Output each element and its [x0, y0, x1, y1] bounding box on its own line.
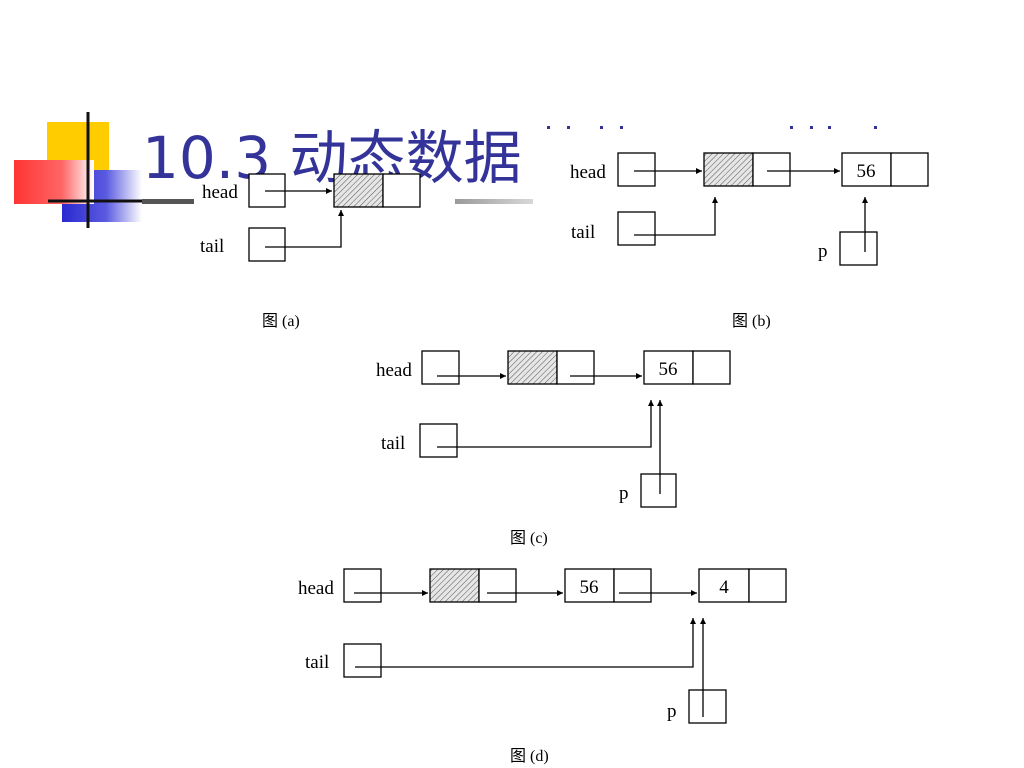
tail-pointer-box: [419, 423, 458, 458]
list-node-next-cell: [613, 568, 652, 603]
head-label: head: [298, 578, 334, 599]
tail-arrow: [355, 618, 696, 668]
p-pointer-box: [640, 473, 677, 508]
figure-b: head 56 tail p 图 (b): [570, 152, 929, 330]
title-underline-light: [455, 199, 533, 204]
figure-a-caption: 图 (a): [262, 313, 300, 330]
p-label: p: [667, 701, 677, 722]
list-node-next-cell: [478, 568, 517, 603]
list-node-next-cell: [556, 350, 595, 385]
list-node-next-cell: [748, 568, 787, 603]
p-label: p: [619, 483, 629, 504]
tail-label: tail: [571, 222, 595, 243]
list-node-data-cell: [643, 350, 694, 385]
tail-arrow: [265, 210, 344, 248]
figure-c-caption: 图 (c): [510, 530, 548, 547]
tail-pointer-box: [617, 211, 656, 246]
head-pointer-box: [421, 350, 460, 385]
figure-d: head 56 4 tail p 图 (d): [298, 568, 787, 765]
list-node-next-cell: [890, 152, 929, 187]
list-node-data-cell: [507, 350, 558, 385]
figure-b-caption: 图 (b): [732, 313, 771, 330]
list-node-data-cell: [841, 152, 892, 187]
head-pointer-box: [343, 568, 382, 603]
head-label: head: [376, 360, 412, 381]
list-node-data-cell: [333, 173, 384, 208]
list-node-next-cell: [382, 173, 421, 208]
p-label: p: [818, 241, 828, 262]
node-value: 4: [719, 577, 729, 598]
head-pointer-box: [617, 152, 656, 187]
tail-arrow: [437, 400, 654, 448]
head-label: head: [570, 162, 606, 183]
list-node-data-cell: [703, 152, 754, 187]
tail-pointer-box: [248, 227, 286, 262]
tail-label: tail: [305, 652, 329, 673]
title-overflow-dots: [547, 126, 877, 129]
list-node-data-cell: [698, 568, 750, 603]
p-pointer-box: [688, 689, 727, 724]
tail-label: tail: [381, 433, 405, 454]
figure-d-caption: 图 (d): [510, 748, 549, 765]
tail-label: tail: [200, 236, 224, 257]
decor-red-square: [14, 160, 94, 204]
figure-c: head 56 tail p 图 (c): [376, 350, 731, 547]
head-label: head: [202, 182, 238, 203]
list-node-next-cell: [752, 152, 791, 187]
node-value: 56: [659, 359, 678, 380]
p-pointer-box: [839, 231, 878, 266]
figure-a: head tail 图 (a): [200, 173, 421, 330]
tail-pointer-box: [343, 643, 382, 678]
slide-title: 10.3 动态数据: [142, 124, 522, 186]
tail-arrow: [634, 197, 718, 236]
node-value: 56: [580, 577, 599, 598]
list-node-next-cell: [692, 350, 731, 385]
list-node-data-cell: [429, 568, 480, 603]
title-underline-dark: [142, 199, 194, 204]
node-value: 56: [857, 161, 876, 182]
